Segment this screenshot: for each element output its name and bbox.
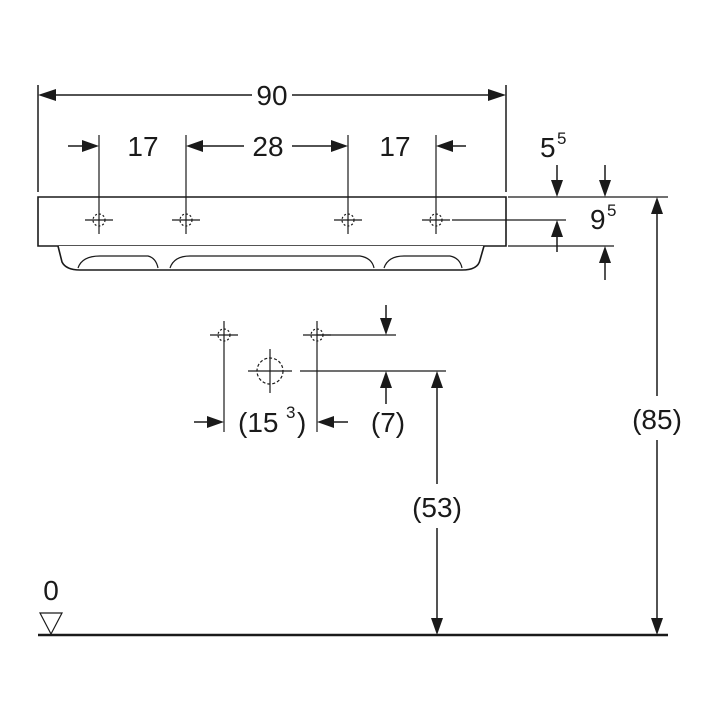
hole-depth-superscript: 5 [607, 201, 616, 220]
supply-point-left [209, 320, 239, 350]
overall-width-label: 90 [256, 80, 287, 111]
rim-height-label: (85) [632, 404, 682, 435]
top-offset-superscript: 5 [557, 129, 566, 148]
trap-spacing-superscript: 3 [286, 403, 295, 422]
top-offset-label: 5 [540, 132, 556, 163]
waste-outlet-group: (7) (15 3 ) [194, 305, 446, 438]
outlet-height-dimension: (53) [412, 371, 462, 635]
rim-dimensions: 5 5 9 5 [452, 129, 668, 280]
right-offset-label: 17 [379, 131, 410, 162]
trap-drop-label: (7) [371, 407, 405, 438]
trap-spacing-close: ) [297, 407, 306, 438]
tap-spacing-dimensions: 17 28 17 [68, 131, 466, 206]
floor-level-marker [39, 612, 63, 636]
basin-outline [37, 196, 507, 271]
rim-height-dimension: (85) [632, 197, 682, 635]
overall-width-dimension: 90 [37, 80, 507, 192]
hole-depth-label: 9 [590, 204, 606, 235]
left-offset-label: 17 [127, 131, 158, 162]
center-spacing-label: 28 [252, 131, 283, 162]
floor-reference: 0 [38, 575, 668, 637]
trap-spacing-label: (15 [238, 407, 278, 438]
waste-outlet-symbol [248, 349, 292, 393]
floor-level-label: 0 [43, 575, 59, 606]
outlet-height-label: (53) [412, 492, 462, 523]
